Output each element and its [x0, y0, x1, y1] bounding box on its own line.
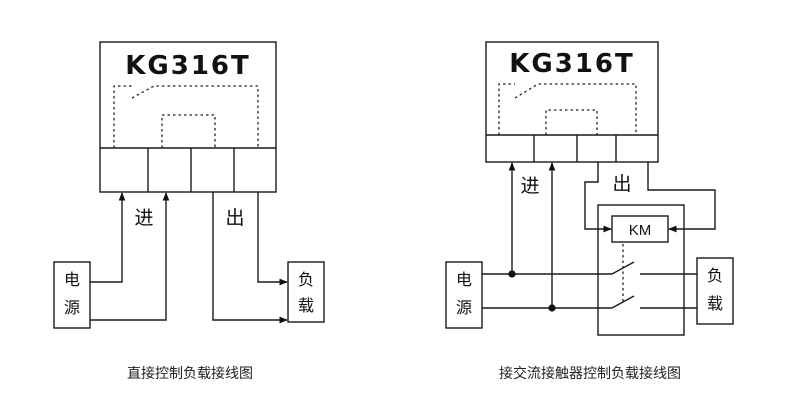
left-caption: 直接控制负载接线图	[127, 365, 253, 382]
right-load-char-1: 负	[707, 266, 723, 285]
right-relay-dashed-switch	[514, 83, 637, 135]
left-output-wire-2	[257, 192, 288, 286]
left-power-box	[53, 261, 91, 329]
contact-blade-2	[611, 295, 635, 309]
right-relay-dashed-left	[498, 83, 515, 135]
left-power-char-2: 源	[64, 298, 80, 317]
left-relay-dashed-left	[113, 85, 132, 148]
right-caption: 接交流接触器控制负载接线图	[499, 365, 681, 382]
right-in-label: 进	[520, 175, 539, 197]
left-load-char-2: 载	[298, 296, 314, 315]
right-controller-body	[485, 41, 659, 163]
right-load-char-2: 载	[707, 294, 723, 313]
left-input-wire-1	[90, 192, 126, 283]
right-out-label: 出	[612, 173, 631, 195]
left-input-wire-2	[90, 192, 170, 321]
left-load-box	[287, 261, 325, 323]
contactor-coil-box	[611, 215, 669, 243]
left-output-wire-1	[212, 192, 288, 324]
left-load-char-1: 负	[298, 270, 314, 289]
left-relay-dashed-switch	[131, 85, 259, 148]
right-diagram: KG316T 进 出 KM 电 源	[445, 41, 734, 382]
right-power-char-1: 电	[456, 270, 472, 289]
right-model-label: KG316T	[509, 49, 635, 79]
right-load-box	[696, 257, 734, 325]
junction-dot-2	[548, 304, 556, 312]
left-power-char-1: 电	[64, 270, 80, 289]
right-power-box	[445, 261, 483, 329]
left-diagram: KG316T 电 源 负 载 进 出 直接控制负载接线图	[53, 41, 325, 382]
left-relay-dashed-inner	[161, 114, 216, 148]
left-out-label: 出	[225, 207, 244, 229]
junction-dot-1	[508, 270, 516, 278]
right-power-char-2: 源	[456, 298, 472, 317]
contactor-label: KM	[629, 222, 652, 239]
left-controller-body	[99, 41, 277, 193]
left-model-label: KG316T	[125, 51, 251, 81]
right-coil-wire-return	[647, 162, 716, 233]
right-coil-wire-in	[584, 162, 612, 233]
left-in-label: 进	[134, 207, 153, 229]
right-relay-dashed-inner	[545, 109, 598, 135]
